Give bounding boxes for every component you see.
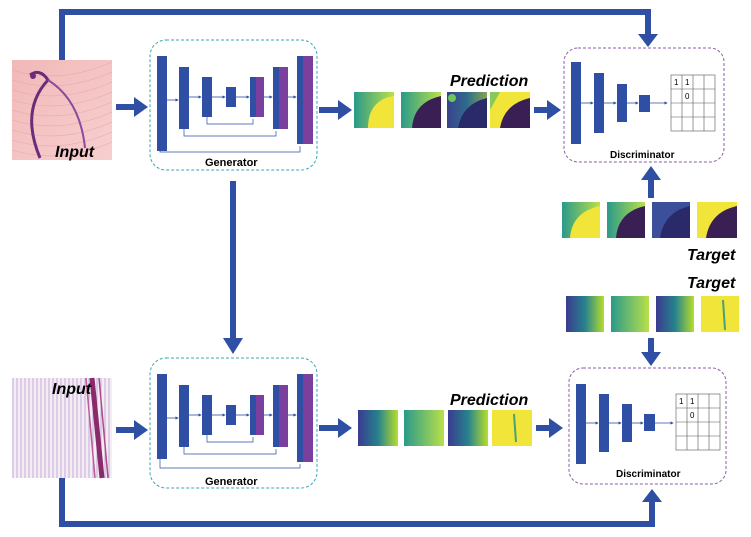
top-target-1 bbox=[562, 202, 600, 238]
top-grid-value-3: 0 bbox=[685, 92, 690, 101]
bottom-prediction-label: Prediction bbox=[450, 392, 528, 409]
top-generator bbox=[149, 39, 318, 171]
bottom-prediction-4 bbox=[492, 410, 532, 446]
bottom-feedback-arrowhead bbox=[642, 489, 662, 502]
bottom-prediction-1 bbox=[358, 410, 398, 446]
top-grid-value-2: 1 bbox=[685, 78, 690, 87]
bottom-target-images bbox=[566, 296, 739, 332]
top-target-3 bbox=[652, 202, 690, 238]
top-prediction-images bbox=[354, 92, 530, 128]
top-discriminator bbox=[563, 47, 725, 163]
top-target-4 bbox=[697, 202, 737, 238]
bottom-patch-grid bbox=[675, 393, 721, 451]
top-discriminator-label: Discriminator bbox=[610, 150, 675, 161]
bottom-target-label: Target bbox=[687, 275, 736, 292]
top-input-image bbox=[11, 60, 113, 160]
top-input-label: Input bbox=[55, 144, 95, 161]
top-prediction-1 bbox=[354, 92, 394, 128]
top-feedback-arrow bbox=[59, 9, 651, 60]
bottom-discriminator-label: Discriminator bbox=[616, 469, 681, 480]
top-target-images bbox=[562, 202, 737, 238]
top-prediction-2 bbox=[401, 92, 441, 128]
bottom-target-arrowhead bbox=[641, 352, 661, 366]
generator-link-arrowhead bbox=[223, 338, 243, 354]
bottom-grid-value-1: 1 bbox=[679, 397, 684, 406]
top-prediction-4 bbox=[490, 92, 530, 128]
bottom-discriminator bbox=[568, 367, 727, 485]
bottom-generator-label: Generator bbox=[205, 476, 258, 488]
top-target-2 bbox=[607, 202, 645, 238]
bottom-grid-value-3: 0 bbox=[690, 411, 695, 420]
top-patch-grid bbox=[670, 74, 716, 132]
top-grid-value-1: 1 bbox=[674, 78, 679, 87]
bottom-prediction-3 bbox=[448, 410, 488, 446]
bottom-prediction-images bbox=[358, 410, 532, 446]
bottom-target-3 bbox=[656, 296, 694, 332]
top-prediction-3 bbox=[447, 92, 487, 128]
bottom-grid-value-2: 1 bbox=[690, 397, 695, 406]
bottom-feedback-arrow bbox=[59, 478, 655, 527]
top-target-label: Target bbox=[687, 247, 736, 264]
bottom-generator bbox=[149, 357, 318, 489]
bottom-target-2 bbox=[611, 296, 649, 332]
top-generator-label: Generator bbox=[205, 157, 258, 169]
bottom-target-1 bbox=[566, 296, 604, 332]
bottom-prediction-2 bbox=[404, 410, 444, 446]
bottom-target-4 bbox=[701, 296, 739, 332]
bottom-input-label: Input bbox=[52, 381, 92, 398]
top-feedback-arrowhead bbox=[638, 34, 658, 47]
top-target-arrowhead bbox=[641, 166, 661, 180]
bottom-input-image bbox=[12, 377, 112, 479]
top-prediction-label: Prediction bbox=[450, 73, 528, 90]
